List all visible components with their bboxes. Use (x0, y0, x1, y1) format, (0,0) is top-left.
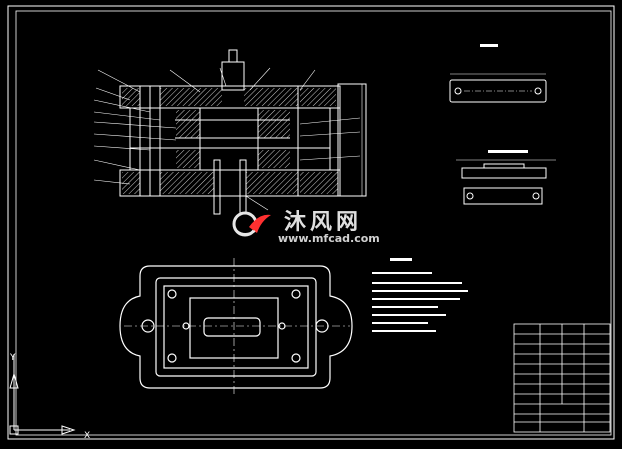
watermark-logo-icon (232, 211, 271, 237)
part-view-2 (456, 159, 556, 205)
section-hatching (122, 88, 338, 194)
ucs-icon (9, 354, 76, 435)
dimension-right (358, 83, 366, 197)
ucs-y-label: Y (9, 353, 16, 363)
part-labels-small (480, 44, 528, 153)
leader-lines (93, 67, 361, 211)
watermark-site-name: 沐风网 (284, 210, 363, 235)
drawing-frame (7, 5, 615, 440)
technical-notes (372, 258, 468, 332)
part-view-1 (449, 73, 547, 103)
title-block (513, 323, 611, 433)
plan-view (119, 258, 353, 396)
watermark-site-url: www.mfcad.com (278, 232, 380, 245)
ucs-x-label: X (84, 431, 90, 441)
